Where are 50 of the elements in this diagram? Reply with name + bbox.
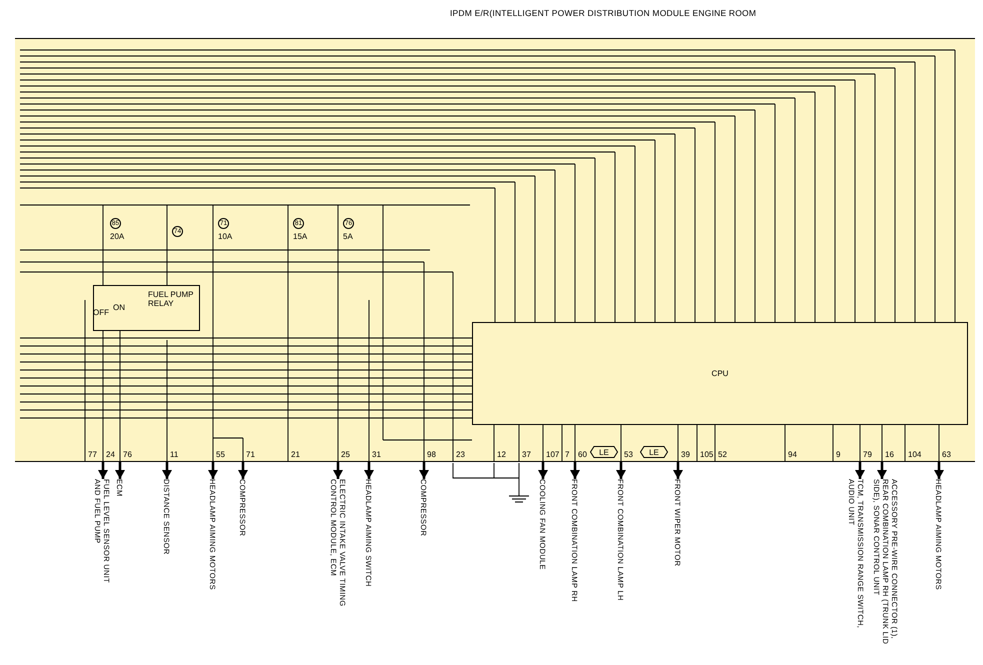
terminal-number: 76 — [123, 450, 132, 459]
terminal-number: 16 — [885, 450, 894, 459]
module-heading: IPDM E/R(INTELLIGENT POWER DISTRIBUTION MODULE ENGINE ROOM — [450, 8, 756, 18]
arrow — [538, 462, 548, 479]
terminal-number: 63 — [942, 450, 951, 459]
arrow — [616, 462, 626, 479]
terminal-number: 94 — [788, 450, 797, 459]
terminal-number: 98 — [427, 450, 436, 459]
terminal-number: 60 — [578, 450, 587, 459]
arrow — [208, 462, 218, 479]
terminal-number: 12 — [497, 450, 506, 459]
arrow — [333, 462, 343, 479]
arrow — [419, 462, 429, 479]
connector-tag: LE — [590, 446, 618, 458]
arrow — [98, 462, 108, 479]
arrow — [115, 462, 125, 479]
arrow — [934, 462, 944, 479]
terminal-number: 23 — [456, 450, 465, 459]
arrow — [364, 462, 374, 479]
cpu-box: CPU — [472, 322, 968, 425]
arrow — [673, 462, 683, 479]
terminal-number: 24 — [106, 450, 115, 459]
terminal-number: 25 — [341, 450, 350, 459]
terminal-number: 77 — [88, 450, 97, 459]
fuse-rating: 20A — [110, 232, 124, 241]
terminal-number: 53 — [624, 450, 633, 459]
arrow — [570, 462, 580, 479]
connector-tag: LE — [640, 446, 668, 458]
arrow — [238, 462, 248, 479]
terminal-number: 105 — [700, 450, 714, 459]
terminal-number: 39 — [681, 450, 690, 459]
terminal-number: 104 — [908, 450, 922, 459]
terminal-number: 107 — [546, 450, 560, 459]
terminal-number: 37 — [522, 450, 531, 459]
switch-label: ON — [113, 303, 125, 312]
terminal-number: 11 — [170, 450, 178, 459]
terminal-number: 55 — [216, 450, 225, 459]
terminal-number: 9 — [836, 450, 840, 459]
terminal-number: 52 — [718, 450, 727, 459]
arrow — [855, 462, 865, 479]
terminal-number: 21 — [291, 450, 300, 459]
fuse-rating: 5A — [343, 232, 353, 241]
arrow — [877, 462, 887, 479]
fuse-rating: 10A — [218, 232, 232, 241]
terminal-number: 79 — [863, 450, 872, 459]
fuse-rating: 15A — [293, 232, 308, 241]
terminal-number: 31 — [372, 450, 381, 459]
terminal-number: 71 — [246, 450, 255, 459]
arrow — [162, 462, 172, 479]
terminal-number: 7 — [565, 450, 570, 459]
